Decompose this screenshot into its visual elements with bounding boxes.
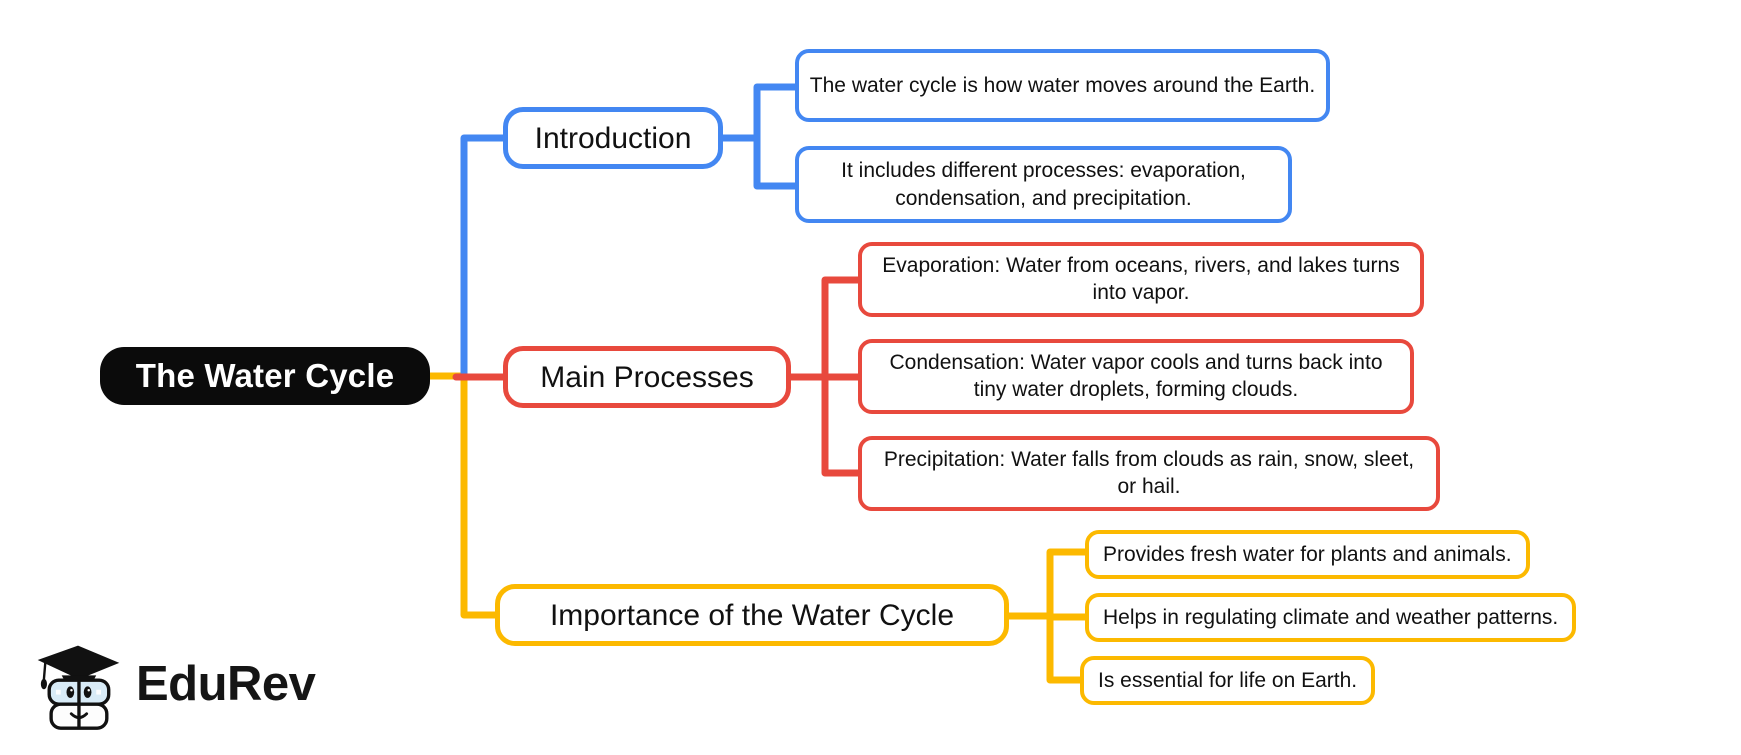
connector-yellow-trunk <box>421 372 504 619</box>
leaf-importance-2: Helps in regulating climate and weather … <box>1085 593 1577 643</box>
branch-node-introduction: Introduction <box>503 107 723 169</box>
branch-node-importance: Importance of the Water Cycle <box>495 584 1009 646</box>
leaf-precipitation: Precipitation: Water falls from clouds a… <box>858 436 1440 511</box>
edurev-wordmark: EduRev <box>136 657 316 711</box>
edurev-logo: EduRev <box>30 634 316 734</box>
connector-yellow-children <box>1000 548 1094 684</box>
edurev-mascot-icon <box>37 645 120 730</box>
branch-node-main-processes: Main Processes <box>503 346 791 408</box>
leaf-introduction-2: It includes different processes: evapora… <box>795 146 1292 223</box>
connector-red-children <box>782 276 867 477</box>
connector-blue-trunk <box>460 134 512 381</box>
leaf-evaporation: Evaporation: Water from oceans, rivers, … <box>858 242 1424 317</box>
leaf-importance-3: Is essential for life on Earth. <box>1080 656 1376 706</box>
leaf-condensation: Condensation: Water vapor cools and turn… <box>858 339 1414 414</box>
connector-blue-children <box>714 83 804 190</box>
leaf-introduction-1: The water cycle is how water moves aroun… <box>795 49 1330 122</box>
leaf-importance-1: Provides fresh water for plants and anim… <box>1085 530 1530 580</box>
root-node: The Water Cycle <box>100 347 430 405</box>
